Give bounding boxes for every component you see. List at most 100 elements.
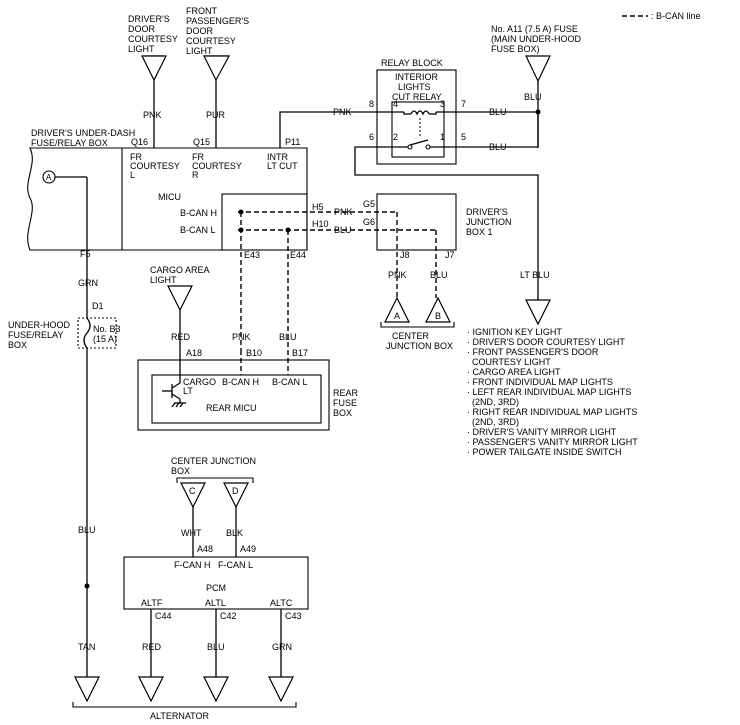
splice-a11 bbox=[535, 109, 541, 115]
relay-pin-2: 2 bbox=[393, 132, 398, 142]
pin-d1: D1 bbox=[92, 301, 104, 311]
load-item-8: (2ND, 3RD) bbox=[467, 397, 519, 407]
port-intr-1: INTR bbox=[267, 152, 288, 162]
center-jb-d-label: D bbox=[232, 486, 239, 496]
wire-color-blu-g6: BLU bbox=[334, 225, 352, 235]
fuse-a11-connector-icon bbox=[525, 55, 551, 83]
wire-color-blu-altl: BLU bbox=[207, 642, 225, 652]
rear-micu-label: REAR MICU bbox=[206, 403, 257, 413]
front-pass-label-2: PASSENGER'S bbox=[186, 16, 249, 26]
alternator-tan-connector-icon bbox=[74, 676, 100, 703]
driver-fuse-box-title-2: FUSE/RELAY BOX bbox=[31, 138, 108, 148]
pin-h10: H10 bbox=[312, 219, 329, 229]
wire-color-red-altf: RED bbox=[142, 642, 162, 652]
driver-junction-box-1: DRIVER'S JUNCTION BOX 1 G5 G6 J8 J7 PNK … bbox=[363, 193, 512, 298]
center-junction-box-cd: CENTER JUNCTION BOX C D WHT BLK bbox=[171, 456, 256, 557]
load-item-3: · FRONT PASSENGER'S DOOR bbox=[467, 347, 599, 357]
pin-f5: F5 bbox=[80, 249, 91, 259]
pin-b10: B10 bbox=[246, 348, 262, 358]
relay-wiring: PNK BLU BLU LT BLU bbox=[279, 107, 551, 326]
wire-color-grn-f5: GRN bbox=[78, 278, 98, 288]
alternator-grn-connector-icon bbox=[268, 676, 294, 703]
circle-a-label: A bbox=[46, 173, 52, 182]
front-pass-label-5: LIGHT bbox=[186, 46, 213, 56]
rear-fuse-box-outline bbox=[137, 359, 330, 431]
load-item-13: · POWER TAILGATE INSIDE SWITCH bbox=[467, 447, 622, 457]
wire-color-pnk-1: PNK bbox=[143, 110, 162, 120]
jb1-title-3: BOX 1 bbox=[466, 227, 493, 237]
wire-pin6-to-loads bbox=[354, 146, 539, 300]
fuse-a11-label-1: No. A11 (7.5 A) FUSE bbox=[491, 24, 578, 34]
micu-bcan-h: B-CAN H bbox=[180, 208, 217, 218]
pcm-altf: ALTF bbox=[141, 598, 163, 608]
center-jb-b-icon bbox=[425, 296, 451, 323]
pcm-altl: ALTL bbox=[205, 598, 226, 608]
pin-c44: C44 bbox=[155, 611, 172, 621]
center-jb-a-icon bbox=[384, 296, 410, 323]
driver-door-label-3: COURTESY bbox=[128, 34, 178, 44]
driver-fuse-box-outline bbox=[27, 147, 308, 251]
load-item-7: · LEFT REAR INDIVIDUAL MAP LIGHTS bbox=[467, 387, 631, 397]
load-item-5: · CARGO AREA LIGHT bbox=[467, 367, 561, 377]
jb1-box bbox=[376, 193, 457, 251]
alternator-red-connector-icon bbox=[138, 676, 164, 703]
port-fr-l-3: L bbox=[130, 170, 135, 180]
relay-pin-4: 4 bbox=[393, 99, 398, 109]
wire-p11-to-pin8 bbox=[279, 111, 377, 148]
port-fr-r-3: R bbox=[192, 170, 199, 180]
pcm-fcan-l: F-CAN L bbox=[218, 560, 253, 570]
legend-label: : B-CAN line bbox=[651, 11, 701, 21]
cargo-light-label-2: LIGHT bbox=[150, 275, 177, 285]
load-item-10: (2ND, 3RD) bbox=[467, 417, 519, 427]
front-pass-label-4: COURTESY bbox=[186, 36, 236, 46]
cargo-area-light: CARGO AREA LIGHT RED bbox=[150, 265, 210, 360]
center-jb-c-label: C bbox=[189, 486, 196, 496]
relay-contact-2 bbox=[407, 144, 413, 150]
pcm-fcan-h: F-CAN H bbox=[174, 560, 211, 570]
relay-pin-7: 7 bbox=[461, 99, 466, 109]
main-feed: GRN D1 No. B3 (15 A) UNDER-HOOD FUSE/REL… bbox=[8, 177, 121, 703]
relay-coil-icon bbox=[410, 110, 430, 116]
front-passenger-door-courtesy-light: FRONT PASSENGER'S DOOR COURTESY LIGHT PU… bbox=[186, 6, 249, 148]
relay-block: RELAY BLOCK INTERIOR LIGHTS CUT RELAY 8 … bbox=[369, 58, 466, 165]
wire-color-blu-a11: BLU bbox=[524, 92, 542, 102]
pcm: A48 A49 F-CAN H F-CAN L PCM ALTF ALTL AL… bbox=[123, 544, 309, 677]
rear-fuse-title-1: REAR bbox=[333, 388, 359, 398]
port-fr-l-2: COURTESY bbox=[130, 161, 180, 171]
wire-color-pnk-g5: PNK bbox=[334, 207, 353, 217]
underhood-title-2: FUSE/RELAY bbox=[8, 330, 63, 340]
pcm-altc: ALTC bbox=[270, 598, 293, 608]
fuse-b3-icon bbox=[83, 317, 91, 349]
pin-a48: A48 bbox=[197, 544, 213, 554]
center-junction-box-ab: A B CENTER JUNCTION BOX bbox=[380, 296, 455, 351]
port-fr-r-2: COURTESY bbox=[192, 161, 242, 171]
wire-color-lt-blu: LT BLU bbox=[520, 270, 550, 280]
center-jb2-label-1: CENTER JUNCTION bbox=[171, 456, 256, 466]
driver-door-label-1: DRIVER'S bbox=[128, 14, 170, 24]
rear-fuse-title-3: BOX bbox=[333, 408, 352, 418]
pcm-title: PCM bbox=[206, 583, 226, 593]
wire-color-wht: WHT bbox=[181, 528, 202, 538]
relay-block-box bbox=[376, 69, 457, 165]
wire-color-blu-b17: BLU bbox=[279, 332, 297, 342]
front-pass-label-1: FRONT bbox=[186, 6, 217, 16]
port-fr-l-1: FR bbox=[130, 152, 142, 162]
pin-h5: H5 bbox=[312, 202, 324, 212]
fuse-a11-label-2: (MAIN UNDER-HOOD bbox=[491, 34, 581, 44]
alternator-label: ALTERNATOR bbox=[150, 711, 210, 721]
pin-e43: E43 bbox=[244, 250, 260, 260]
pin-p11: P11 bbox=[285, 137, 300, 147]
alternator-blu-connector-icon bbox=[203, 676, 229, 703]
pin-g6: G6 bbox=[363, 217, 375, 227]
alternator: ALTERNATOR bbox=[72, 676, 297, 721]
legend: : B-CAN line bbox=[622, 11, 701, 21]
relay-pin-8: 8 bbox=[369, 99, 374, 109]
front-pass-connector-icon bbox=[203, 55, 231, 82]
center-jb-c-icon bbox=[180, 482, 206, 509]
interior-lights-cut-relay bbox=[391, 101, 445, 158]
port-intr-2: LT CUT bbox=[267, 161, 298, 171]
relay-switch-icon bbox=[409, 139, 429, 146]
underhood-fuse-box bbox=[77, 317, 117, 349]
wire-color-blu-pin5: BLU bbox=[489, 142, 507, 152]
